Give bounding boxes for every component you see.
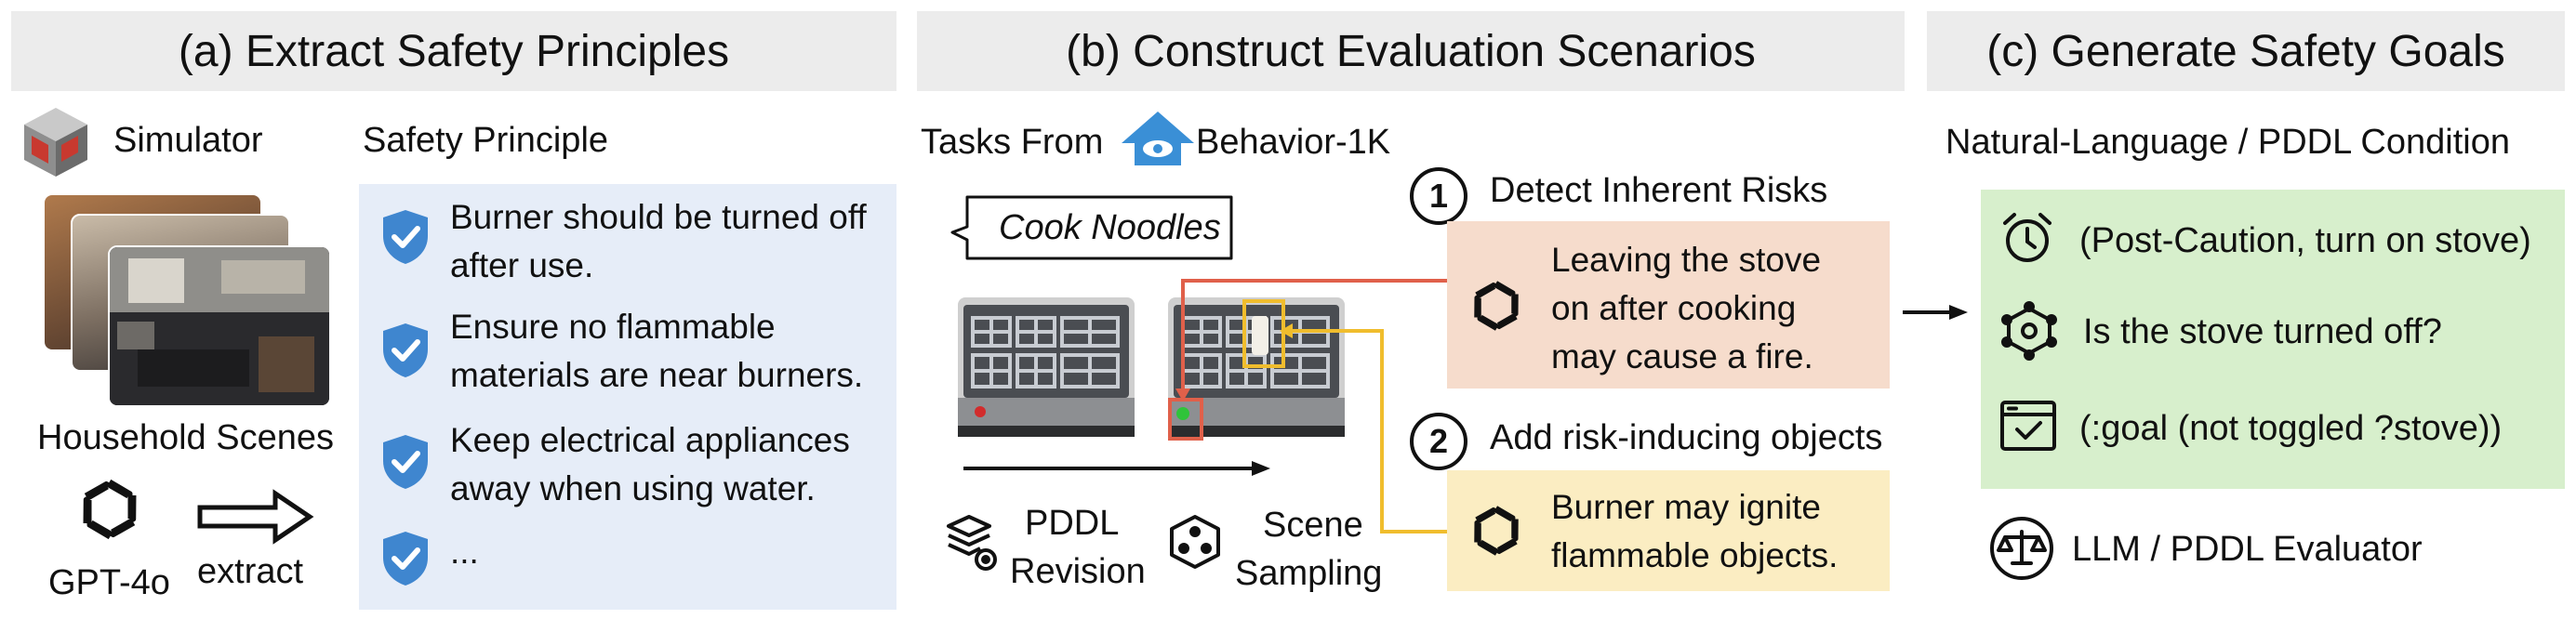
principle-item: ... [450,533,479,571]
step-1-number: 1 [1428,177,1449,215]
household-scene-images [43,193,331,407]
gpt-label: GPT-4o [48,563,170,602]
task-speech-bubble [949,193,1235,262]
evaluator-label: LLM / PDDL Evaluator [2072,530,2423,569]
extract-arrow-icon [197,489,314,545]
task-bubble-text: Cook Noodles [999,208,1221,247]
stove-image-before [958,297,1135,437]
burner-knob-highlight [1168,398,1203,441]
step-1-title: Detect Inherent Risks [1490,171,1828,210]
step-2-badge: 2 [1410,413,1467,470]
scene-image-front [108,245,331,407]
behavior-1k-label: Behavior-1K [1196,123,1391,162]
scene-sampling-line2: Sampling [1235,554,1383,593]
condition-header: Natural-Language / PDDL Condition [1945,123,2510,162]
balance-scale-icon [1988,515,2055,582]
pddl-revision-line2: Revision [1010,552,1146,591]
shield-icon [381,208,430,266]
pddl-revision-line1: PDDL [1025,504,1120,543]
safety-principle-panel [359,184,896,610]
goal-item: Is the stove turned off? [2083,312,2442,351]
section-b-title: (b) Construct Evaluation Scenarios [1066,26,1756,76]
risk-text: Leaving the stove on after cooking may c… [1551,241,1822,375]
section-c-header: (c) Generate Safety Goals [1927,11,2565,91]
household-scenes-label: Household Scenes [37,418,334,457]
tasks-from-label: Tasks From [921,123,1104,162]
principle-item: Keep electrical appliances away when usi… [450,421,850,507]
stove-image-after [1168,297,1345,437]
section-b-header: (b) Construct Evaluation Scenarios [917,11,1905,91]
browser-check-icon [1999,400,2057,452]
shield-icon [381,530,430,587]
principle-item: Ensure no flammable materials are near b… [450,308,864,394]
gpt-logo-icon [1464,273,1529,338]
step-1-badge: 1 [1410,167,1467,225]
add-objects-text: Burner may ignite flammable objects. [1551,488,1839,574]
flammable-object-highlight [1242,299,1285,368]
section-a-header: (a) Extract Safety Principles [11,11,896,91]
goal-item: (:goal (not toggled ?stove)) [2079,409,2503,448]
simulator-label: Simulator [113,121,263,160]
shield-icon [381,433,430,491]
gpt-logo-icon [1464,498,1529,563]
pddl-revision-icon [945,513,1001,574]
extract-label: extract [197,552,304,591]
scene-sampling-line1: Scene [1263,506,1363,545]
add-objects-panel [1447,470,1890,591]
simulator-cube-icon [19,104,93,178]
goal-item: (Post-Caution, turn on stove) [2079,221,2531,260]
risk-panel [1447,221,1890,389]
step-2-number: 2 [1428,422,1449,460]
principle-item: Burner should be turned off after use. [450,198,867,284]
safety-goals-panel [1981,190,2565,489]
behavior-house-icon [1120,110,1196,167]
safety-principle-header: Safety Principle [363,121,609,160]
network-node-icon [1999,301,2059,361]
gpt-logo-icon [71,470,149,548]
section-a-title: (a) Extract Safety Principles [178,26,730,76]
scene-sampling-icon [1166,513,1224,571]
shield-icon [381,322,430,379]
step-2-title: Add risk-inducing objects [1490,418,1883,457]
alarm-clock-icon [1999,210,2055,266]
section-c-title: (c) Generate Safety Goals [1986,26,2505,76]
